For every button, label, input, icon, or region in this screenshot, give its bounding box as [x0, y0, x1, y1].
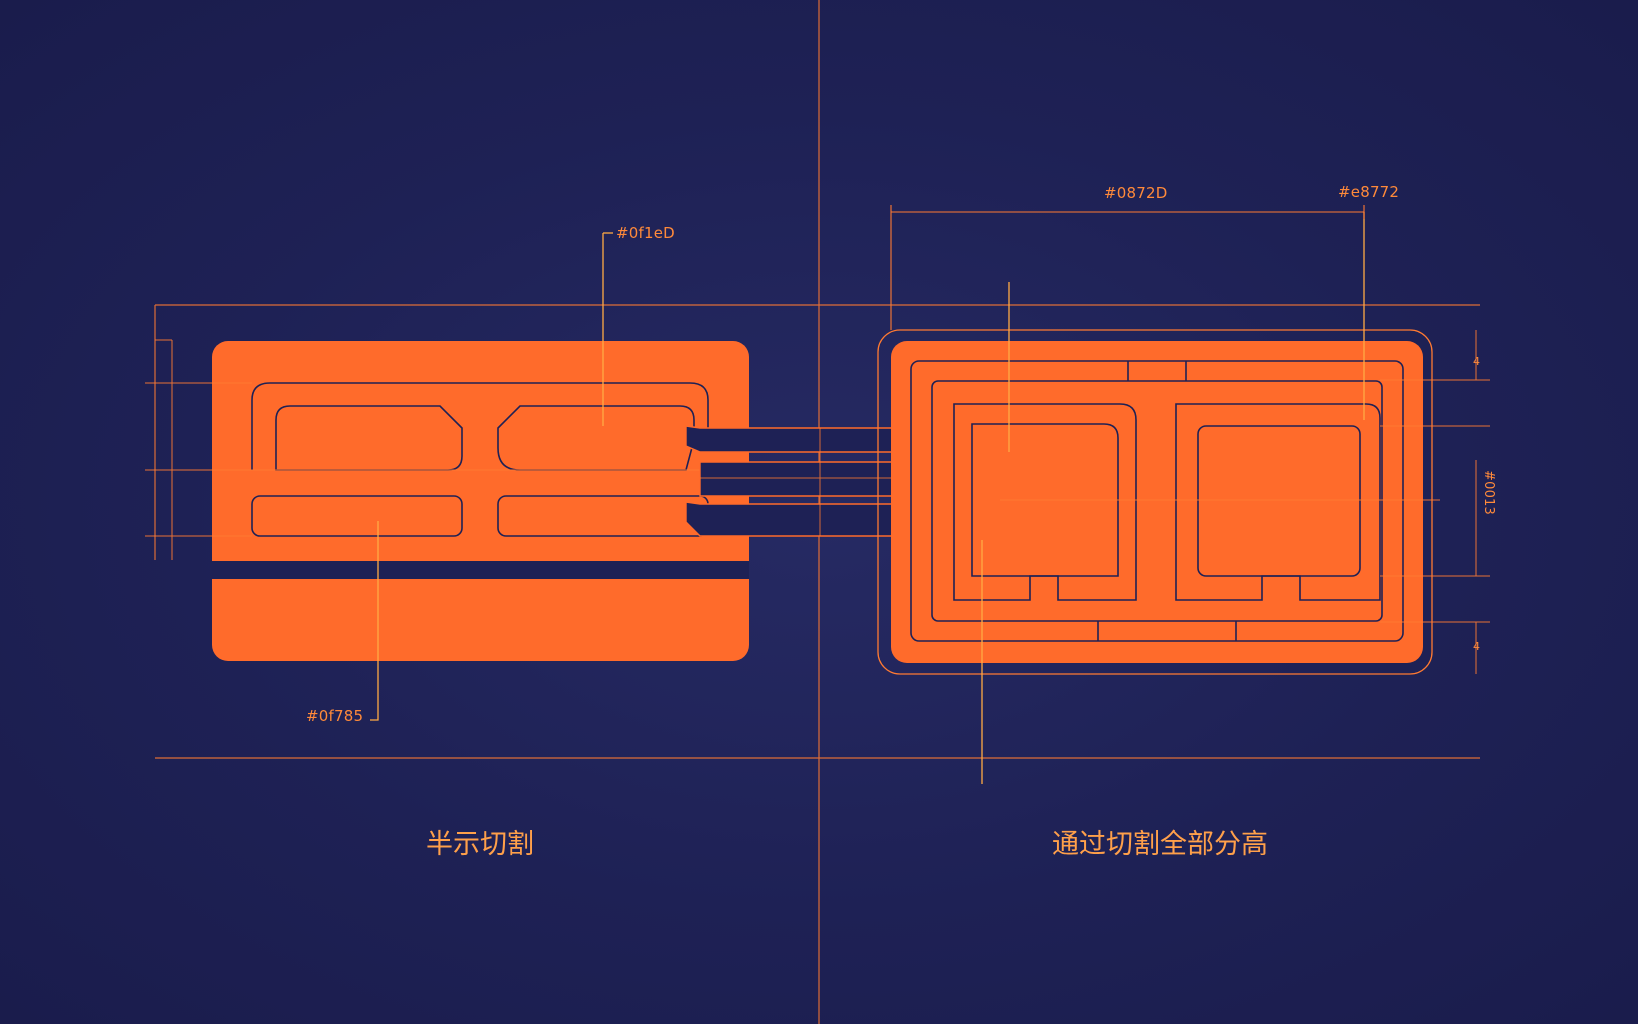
label-left-bottom: #0f785	[306, 707, 364, 725]
label-right-top-b: #e8772	[1338, 183, 1400, 201]
right-outer-outline	[910, 360, 1404, 642]
right-cell-right-inner	[1197, 425, 1361, 577]
right-card	[877, 329, 1490, 675]
caption-left: 半示切割	[426, 829, 534, 860]
left-cell-c	[251, 495, 463, 537]
left-card	[145, 339, 760, 661]
right-card-halo	[877, 329, 1433, 675]
tick-label-b: 4	[1473, 640, 1481, 653]
left-card-body	[212, 341, 749, 661]
label-right-side: #0013	[1481, 470, 1496, 515]
left-outer-outline	[251, 382, 709, 470]
left-cell-a	[275, 405, 463, 471]
left-card-band	[212, 561, 749, 579]
tick-label-a: 4	[1473, 355, 1481, 368]
top-dimension	[890, 205, 1365, 330]
label-left-top: #0f1eD	[616, 224, 675, 242]
caption-right: 通过切割全部分高	[1052, 829, 1268, 860]
annotation-leaders	[370, 212, 1365, 784]
right-cell-left-inner	[971, 423, 1119, 577]
right-card-body	[891, 341, 1423, 663]
right-inner-outline	[931, 380, 1383, 622]
leader-left-bottom	[370, 521, 379, 721]
label-right-top-a: #0872D	[1104, 184, 1168, 202]
